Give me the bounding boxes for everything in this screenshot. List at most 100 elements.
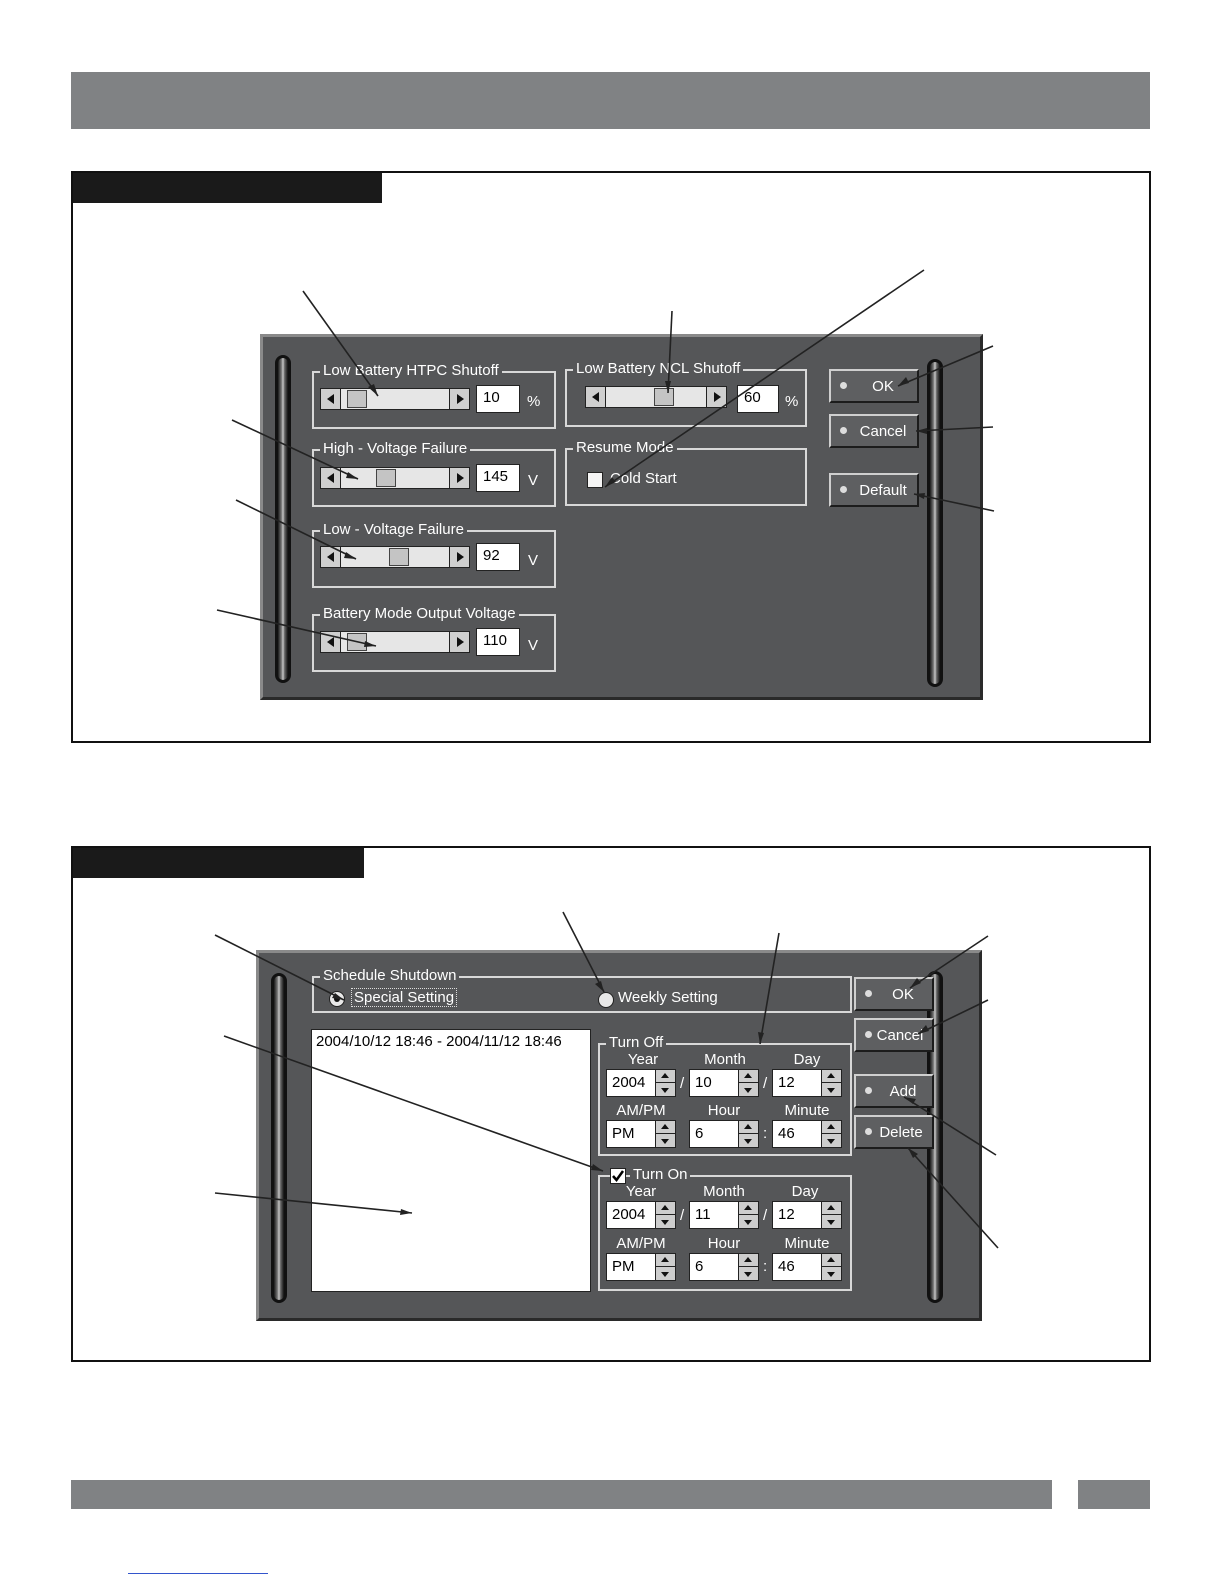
turn-on-day-spinner[interactable]: 12 [772,1201,842,1229]
page-number-box [1078,1480,1150,1509]
spinner-arrows-icon[interactable] [738,1202,758,1228]
special-setting-label[interactable]: Special Setting [351,988,458,1007]
date-separator: / [680,1075,685,1092]
spinner-arrows-icon[interactable] [821,1202,841,1228]
spinner-value: PM [612,1125,635,1142]
slider-right-arrow-icon[interactable] [449,547,469,567]
spinner-arrows-icon[interactable] [655,1121,675,1147]
spinner-arrows-icon[interactable] [821,1254,841,1280]
htpc-shutoff-slider[interactable] [320,388,470,410]
cancel-button[interactable]: Cancel [829,414,919,448]
slider-right-arrow-icon[interactable] [706,387,726,407]
button-bullet-icon [865,990,872,997]
footer-underline [128,1573,268,1574]
turn-on-year-spinner[interactable]: 2004 [606,1201,676,1229]
minute-caption: Minute [784,1235,830,1252]
spinner-value: 10 [695,1074,712,1091]
date-separator: / [680,1207,685,1224]
turn-off-day-spinner[interactable]: 12 [772,1069,842,1097]
time-separator: : [763,1125,768,1142]
slider-thumb[interactable] [389,548,409,566]
high-voltage-slider[interactable] [320,467,470,489]
battery-output-value[interactable]: 110 [476,628,520,656]
add-button[interactable]: Add [854,1074,934,1108]
turn-on-minute-spinner[interactable]: 46 [772,1253,842,1281]
spinner-arrows-icon[interactable] [738,1070,758,1096]
high-voltage-group: High - Voltage Failure 145 V [312,440,556,507]
schedule-shutdown-group: Schedule Shutdown Special Setting Weekly… [312,967,852,1013]
slider-left-arrow-icon[interactable] [586,387,606,407]
spinner-arrows-icon[interactable] [738,1254,758,1280]
resume-mode-label: Resume Mode [573,439,677,457]
spinner-arrows-icon[interactable] [821,1070,841,1096]
turn-off-year-spinner[interactable]: 2004 [606,1069,676,1097]
button-bullet-icon [840,382,847,389]
spinner-arrows-icon[interactable] [821,1121,841,1147]
spinner-arrows-icon[interactable] [655,1254,675,1280]
cancel-button[interactable]: Cancel [854,1018,934,1052]
turn-off-hour-spinner[interactable]: 6 [689,1120,759,1148]
high-voltage-unit: V [528,472,539,489]
turn-off-label: Turn Off [606,1034,667,1052]
turn-on-checkbox[interactable] [610,1168,626,1184]
spinner-arrows-icon[interactable] [655,1070,675,1096]
ok-button[interactable]: OK [854,977,934,1011]
low-voltage-label: Low - Voltage Failure [320,521,467,539]
slider-thumb[interactable] [376,469,396,487]
button-bullet-icon [840,427,847,434]
ok-button[interactable]: OK [829,369,919,403]
low-voltage-value[interactable]: 92 [476,543,520,571]
spinner-arrows-icon[interactable] [738,1121,758,1147]
turn-on-hour-spinner[interactable]: 6 [689,1253,759,1281]
delete-button-label: Delete [879,1124,923,1141]
weekly-setting-label[interactable]: Weekly Setting [618,989,718,1006]
slider-left-arrow-icon[interactable] [321,468,341,488]
slider-right-arrow-icon[interactable] [449,389,469,409]
turn-off-minute-spinner[interactable]: 46 [772,1120,842,1148]
day-caption: Day [793,1051,821,1068]
high-voltage-value[interactable]: 145 [476,464,520,492]
low-voltage-slider[interactable] [320,546,470,568]
cold-start-checkbox[interactable] [587,472,603,488]
panel-tab [73,173,382,203]
date-separator: / [763,1075,768,1092]
htpc-shutoff-value[interactable]: 10 [476,385,520,413]
month-caption: Month [703,1183,745,1200]
turn-off-month-spinner[interactable]: 10 [689,1069,759,1097]
resume-mode-group: Resume Mode Cold Start [565,439,807,506]
checkmark-icon [612,1170,625,1183]
cancel-button-label: Cancel [859,423,907,440]
slider-left-arrow-icon[interactable] [321,389,341,409]
header-bar [71,72,1150,129]
delete-button[interactable]: Delete [854,1115,934,1149]
turn-off-ampm-spinner[interactable]: PM [606,1120,676,1148]
ok-button-label: OK [872,378,894,395]
date-separator: / [763,1207,768,1224]
slider-thumb[interactable] [654,388,674,406]
battery-output-label: Battery Mode Output Voltage [320,605,519,623]
panel-tab [73,848,364,878]
turn-off-group: Turn Off Year Month Day 2004 / 10 / 12 A… [598,1034,852,1156]
htpc-shutoff-label: Low Battery HTPC Shutoff [320,362,502,380]
spinner-value: 2004 [612,1206,646,1223]
htpc-shutoff-unit: % [527,393,541,410]
ncl-shutoff-value[interactable]: 60 [737,385,779,413]
slider-left-arrow-icon[interactable] [321,547,341,567]
list-item[interactable]: 2004/10/12 18:46 - 2004/11/12 18:46 [316,1033,562,1050]
ok-button-label: OK [892,986,914,1003]
slider-right-arrow-icon[interactable] [449,632,469,652]
spinner-arrows-icon[interactable] [655,1202,675,1228]
schedule-list[interactable]: 2004/10/12 18:46 - 2004/11/12 18:46 [311,1029,591,1292]
default-button[interactable]: Default [829,473,919,507]
ncl-shutoff-group: Low Battery NCL Shutoff 60 % [565,360,807,427]
ncl-shutoff-label: Low Battery NCL Shutoff [573,360,744,378]
slider-right-arrow-icon[interactable] [449,468,469,488]
weekly-setting-radio[interactable] [598,992,614,1008]
ncl-shutoff-slider[interactable] [585,386,727,408]
button-bullet-icon [865,1128,872,1135]
slider-thumb[interactable] [347,390,367,408]
htpc-shutoff-group: Low Battery HTPC Shutoff 10 % [312,362,556,429]
turn-on-ampm-spinner[interactable]: PM [606,1253,676,1281]
turn-on-month-spinner[interactable]: 11 [689,1201,759,1229]
